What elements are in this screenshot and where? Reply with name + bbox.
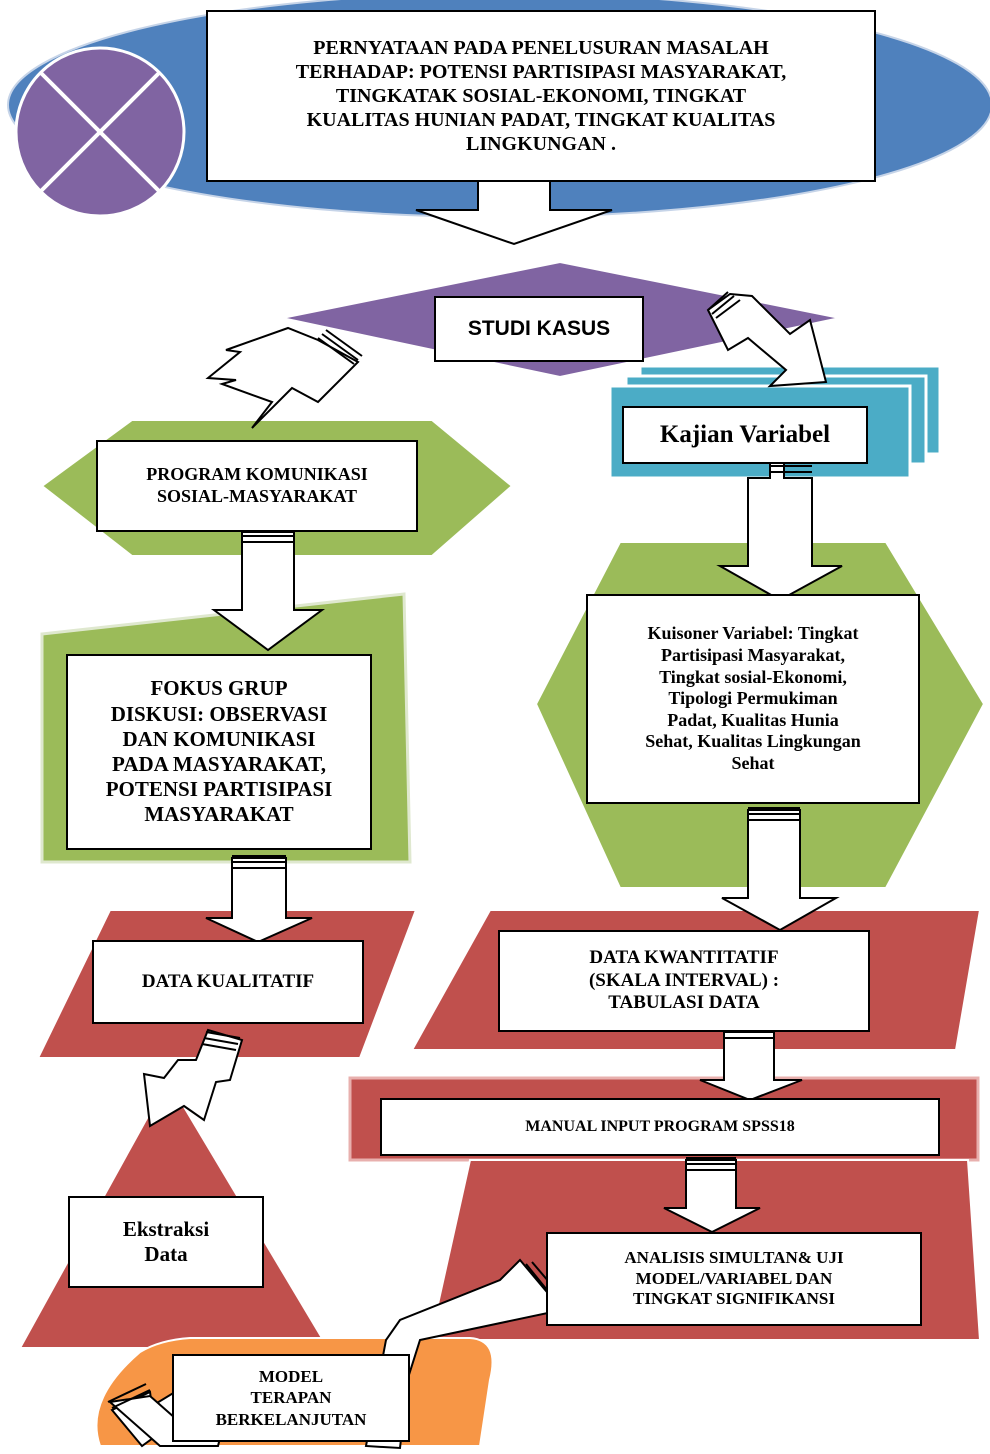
studi-kasus-box: STUDI KASUS	[434, 296, 644, 362]
fokus-grup-box: FOKUS GRUP DISKUSI: OBSERVASI DAN KOMUNI…	[66, 654, 372, 850]
data-kualitatif-box: DATA KUALITATIF	[92, 940, 364, 1024]
flow-arrows	[107, 154, 843, 1450]
kajian-variabel-box: Kajian Variabel	[622, 406, 868, 464]
arrow-down-5	[721, 809, 840, 932]
arrow-diag-5	[364, 1258, 564, 1450]
ekstraksi-box: Ekstraksi Data	[68, 1196, 264, 1288]
arrow-down-2	[716, 461, 843, 602]
arrow-diag-right	[706, 292, 828, 388]
kuisoner-box: Kuisoner Variabel: Tingkat Partisipasi M…	[586, 594, 920, 804]
model-box: MODEL TERAPAN BERKELANJUTAN	[172, 1354, 410, 1442]
close-circle-icon	[14, 46, 186, 218]
analisis-box: ANALISIS SIMULTAN& UJI MODEL/VARIABEL DA…	[546, 1232, 922, 1326]
arrow-diag-left	[205, 326, 360, 429]
arrow-down-7	[663, 1159, 761, 1234]
manual-input-box: MANUAL INPUT PROGRAM SPSS18	[380, 1098, 940, 1156]
data-kwantitatif-box: DATA KWANTITATIF (SKALA INTERVAL) : TABU…	[498, 930, 870, 1032]
arrow-down-3	[210, 531, 326, 652]
top-statement-box: PERNYATAAN PADA PENELUSURAN MASALAH TERH…	[206, 10, 876, 182]
arrow-diag-3	[142, 1028, 244, 1128]
program-komunikasi-box: PROGRAM KOMUNIKASI SOSIAL-MASYARAKAT	[96, 440, 418, 532]
arrow-down-6	[699, 1027, 803, 1102]
